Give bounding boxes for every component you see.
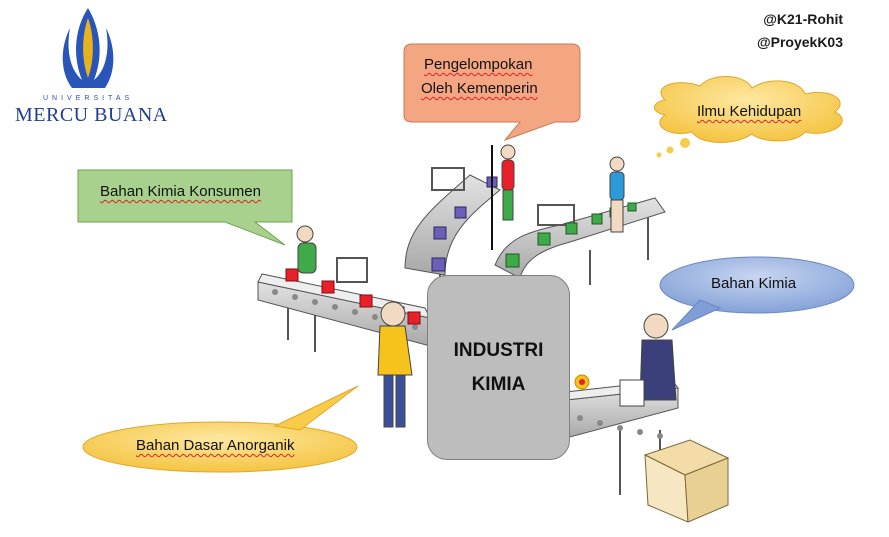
handle-proyek: @ProyekK03 (756, 34, 843, 50)
callout-konsumen-label: Bahan Kimia Konsumen (100, 183, 261, 200)
conveyor-right-upper (494, 197, 666, 279)
conveyor-middle (404, 167, 501, 276)
worker-navy (619, 313, 677, 407)
worker-yellow (377, 301, 413, 428)
worker-top (491, 144, 516, 250)
industri-kimia-title: INDUSTRI KIMIA (453, 339, 544, 395)
callout-pengelompokan-shape (403, 43, 581, 142)
callout-pengelompokan-line2: Oleh Kemenperin (421, 80, 538, 97)
callout-pengelompokan-line1: Pengelompokan (424, 56, 533, 73)
university-logo (62, 8, 114, 88)
industri-kimia-box: INDUSTRI KIMIA (427, 275, 570, 460)
callout-konsumen-shape (77, 169, 293, 246)
worker-left-green (296, 225, 317, 274)
callout-bahan-kimia-shape (659, 256, 855, 331)
logo-university-name: MERCU BUANA (15, 104, 168, 126)
callout-anorganik-label: Bahan Dasar Anorganik (136, 437, 295, 454)
callout-bahan-kimia-label: Bahan Kimia (711, 275, 797, 292)
callout-ilmu-shape (654, 75, 843, 158)
logo-university-label: UNIVERSITAS (43, 95, 134, 102)
callout-ilmu-label: Ilmu Kehidupan (697, 103, 802, 120)
cardboard-box (643, 439, 730, 523)
callout-anorganik-shape (82, 385, 359, 473)
handle-rohit: @K21-Rohit (763, 11, 843, 27)
worker-top-right (609, 156, 625, 233)
